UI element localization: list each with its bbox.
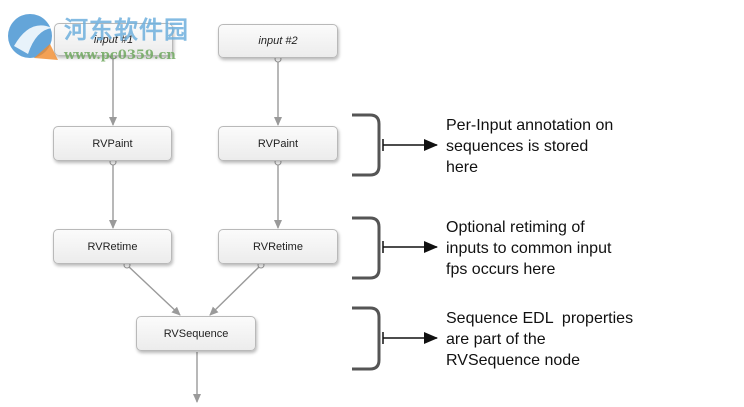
annotation-retime-line-3: fps occurs here (446, 261, 556, 278)
bracket-paint (352, 113, 381, 177)
watermark-title: 河东软件园 (64, 15, 189, 44)
annotation-arrow-sequence (382, 332, 438, 344)
node-rvpaint-2[interactable]: RVPaint (218, 126, 338, 161)
annotation-arrow-retime (382, 241, 438, 253)
wire-retime2-sequence (209, 265, 261, 316)
annotation-retime-line-2: inputs to common input (446, 240, 612, 257)
annotation-sequence: Sequence EDL properties are part of the … (446, 308, 633, 371)
annotation-sequence-line-1: Sequence EDL properties (446, 310, 634, 327)
annotation-retime: Optional retiming of inputs to common in… (446, 217, 611, 280)
annotation-paint-line-3: here (446, 159, 479, 176)
watermark-url: www.pc0359.cn (64, 48, 176, 63)
annotation-arrow-paint (382, 139, 438, 151)
node-input-1[interactable]: input #1 (54, 23, 173, 56)
annotation-paint-line-2: sequences is stored (446, 138, 589, 155)
node-rvretime-1[interactable]: RVRetime (53, 229, 172, 264)
node-rvretime-2[interactable]: RVRetime (218, 229, 338, 264)
annotation-retime-line-1: Optional retiming of (446, 219, 585, 236)
bracket-sequence (352, 306, 381, 371)
bracket-retime (352, 216, 381, 280)
wire-retime1-sequence (127, 265, 181, 316)
annotation-sequence-line-2: are part of the (446, 331, 546, 348)
node-input-2[interactable]: input #2 (218, 24, 338, 58)
watermark-logo-icon (8, 14, 58, 60)
annotation-sequence-line-3: RVSequence node (446, 352, 581, 369)
annotation-paint: Per-Input annotation on sequences is sto… (446, 115, 613, 178)
node-rvpaint-1[interactable]: RVPaint (53, 126, 172, 161)
node-rvsequence[interactable]: RVSequence (136, 316, 256, 351)
annotation-paint-line-1: Per-Input annotation on (446, 117, 614, 134)
